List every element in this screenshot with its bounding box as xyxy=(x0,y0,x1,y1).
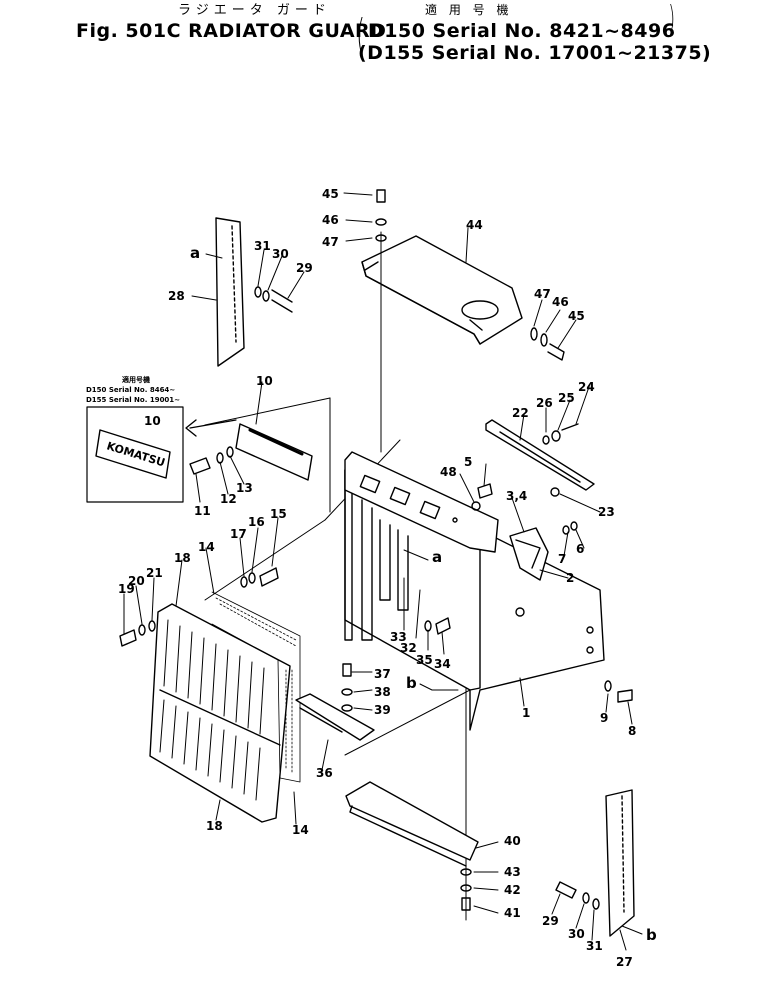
side-guard-part-28 xyxy=(215,217,245,367)
callout-33: 33 xyxy=(390,630,407,644)
serial-range-d150: D150 Serial No. 8421~8496 xyxy=(368,20,676,42)
callout-47: 47 xyxy=(322,235,339,249)
callout-45: 45 xyxy=(568,309,585,323)
inset-box xyxy=(86,406,184,503)
callout-29: 29 xyxy=(542,914,559,928)
callout-26: 26 xyxy=(536,396,553,410)
callout-24: 24 xyxy=(578,380,595,394)
callout-11: 11 xyxy=(194,504,211,518)
direction-arrow xyxy=(189,419,237,429)
bracket-close: ) xyxy=(668,0,675,39)
callout-38: 38 xyxy=(374,685,391,699)
serial-range-d155: (D155 Serial No. 17001~21375) xyxy=(358,42,712,64)
side-guard-part-27 xyxy=(605,789,635,937)
figure-title: Fig. 501C RADIATOR GUARD xyxy=(76,20,387,42)
callout-18: 18 xyxy=(206,819,223,833)
screen-mesh-part-14 xyxy=(211,591,301,783)
callout-40: 40 xyxy=(504,834,521,848)
leader-lines xyxy=(123,192,643,951)
callout-6: 6 xyxy=(576,542,584,556)
arrow-head xyxy=(185,419,197,437)
callout-25: 25 xyxy=(558,391,575,405)
callout-30: 30 xyxy=(568,927,585,941)
upper-shroud xyxy=(344,451,499,553)
callout-1: 1 xyxy=(522,706,530,720)
callout-45: 45 xyxy=(322,187,339,201)
callout-10: 10 xyxy=(256,374,273,388)
callout-46: 46 xyxy=(322,213,339,227)
japanese-title: ラジエータ ガード xyxy=(178,3,331,18)
bottom-cover-part-40 xyxy=(345,781,479,867)
bracket-open: ( xyxy=(356,10,365,61)
callout-12: 12 xyxy=(220,492,237,506)
callout-28: 28 xyxy=(168,289,185,303)
callout-29: 29 xyxy=(296,261,313,275)
callout-31: 31 xyxy=(586,939,603,953)
callout-37: 37 xyxy=(374,667,391,681)
lower-plate-part-36 xyxy=(295,693,375,741)
callout-16: 16 xyxy=(248,515,265,529)
callout-41: 41 xyxy=(504,906,521,920)
callout-22: 22 xyxy=(512,406,529,420)
callout-b: b xyxy=(406,674,417,692)
callout-27: 27 xyxy=(616,955,633,969)
callout-30: 30 xyxy=(272,247,289,261)
callout-19: 19 xyxy=(118,582,135,596)
inset-serial-d155: D155 Serial No. 19001~ xyxy=(86,396,180,404)
callout-a: a xyxy=(432,548,442,566)
callout-21: 21 xyxy=(146,566,163,580)
inset-heading: 適用号機 xyxy=(122,375,150,384)
callout-46: 46 xyxy=(552,295,569,309)
callout-47: 47 xyxy=(534,287,551,301)
callout-9: 9 xyxy=(600,711,608,725)
inset-callout: 10 xyxy=(144,414,161,428)
callout-36: 36 xyxy=(316,766,333,780)
emblem-plate-part-10 xyxy=(235,423,313,481)
japanese-applicability-label: 適 用 号 機 xyxy=(425,3,513,17)
callout-a: a xyxy=(190,244,200,262)
callout-32: 32 xyxy=(400,641,417,655)
callout-43: 43 xyxy=(504,865,521,879)
callout-3-4: 3,4 xyxy=(506,489,527,503)
callout-42: 42 xyxy=(504,883,521,897)
top-cover-part-44 xyxy=(361,235,523,345)
callout-13: 13 xyxy=(236,481,253,495)
callout-2: 2 xyxy=(566,571,574,585)
callout-35: 35 xyxy=(416,653,433,667)
callout-18: 18 xyxy=(174,551,191,565)
callout-15: 15 xyxy=(270,507,287,521)
callout-17: 17 xyxy=(230,527,247,541)
bracket-part-2 xyxy=(509,527,549,581)
callout-23: 23 xyxy=(598,505,615,519)
callout-7: 7 xyxy=(558,552,566,566)
callout-48: 48 xyxy=(440,465,457,479)
front-grille-part-18 xyxy=(149,603,291,823)
callout-5: 5 xyxy=(464,455,472,469)
callout-14: 14 xyxy=(292,823,309,837)
callout-b: b xyxy=(646,926,657,944)
callout-34: 34 xyxy=(434,657,451,671)
callout-14: 14 xyxy=(198,540,215,554)
inset-serial-d150: D150 Serial No. 8464~ xyxy=(86,386,175,394)
callout-8: 8 xyxy=(628,724,636,738)
bracket-part-22 xyxy=(485,419,595,491)
callout-20: 20 xyxy=(128,574,145,588)
callout-39: 39 xyxy=(374,703,391,717)
callout-44: 44 xyxy=(466,218,483,232)
callout-31: 31 xyxy=(254,239,271,253)
